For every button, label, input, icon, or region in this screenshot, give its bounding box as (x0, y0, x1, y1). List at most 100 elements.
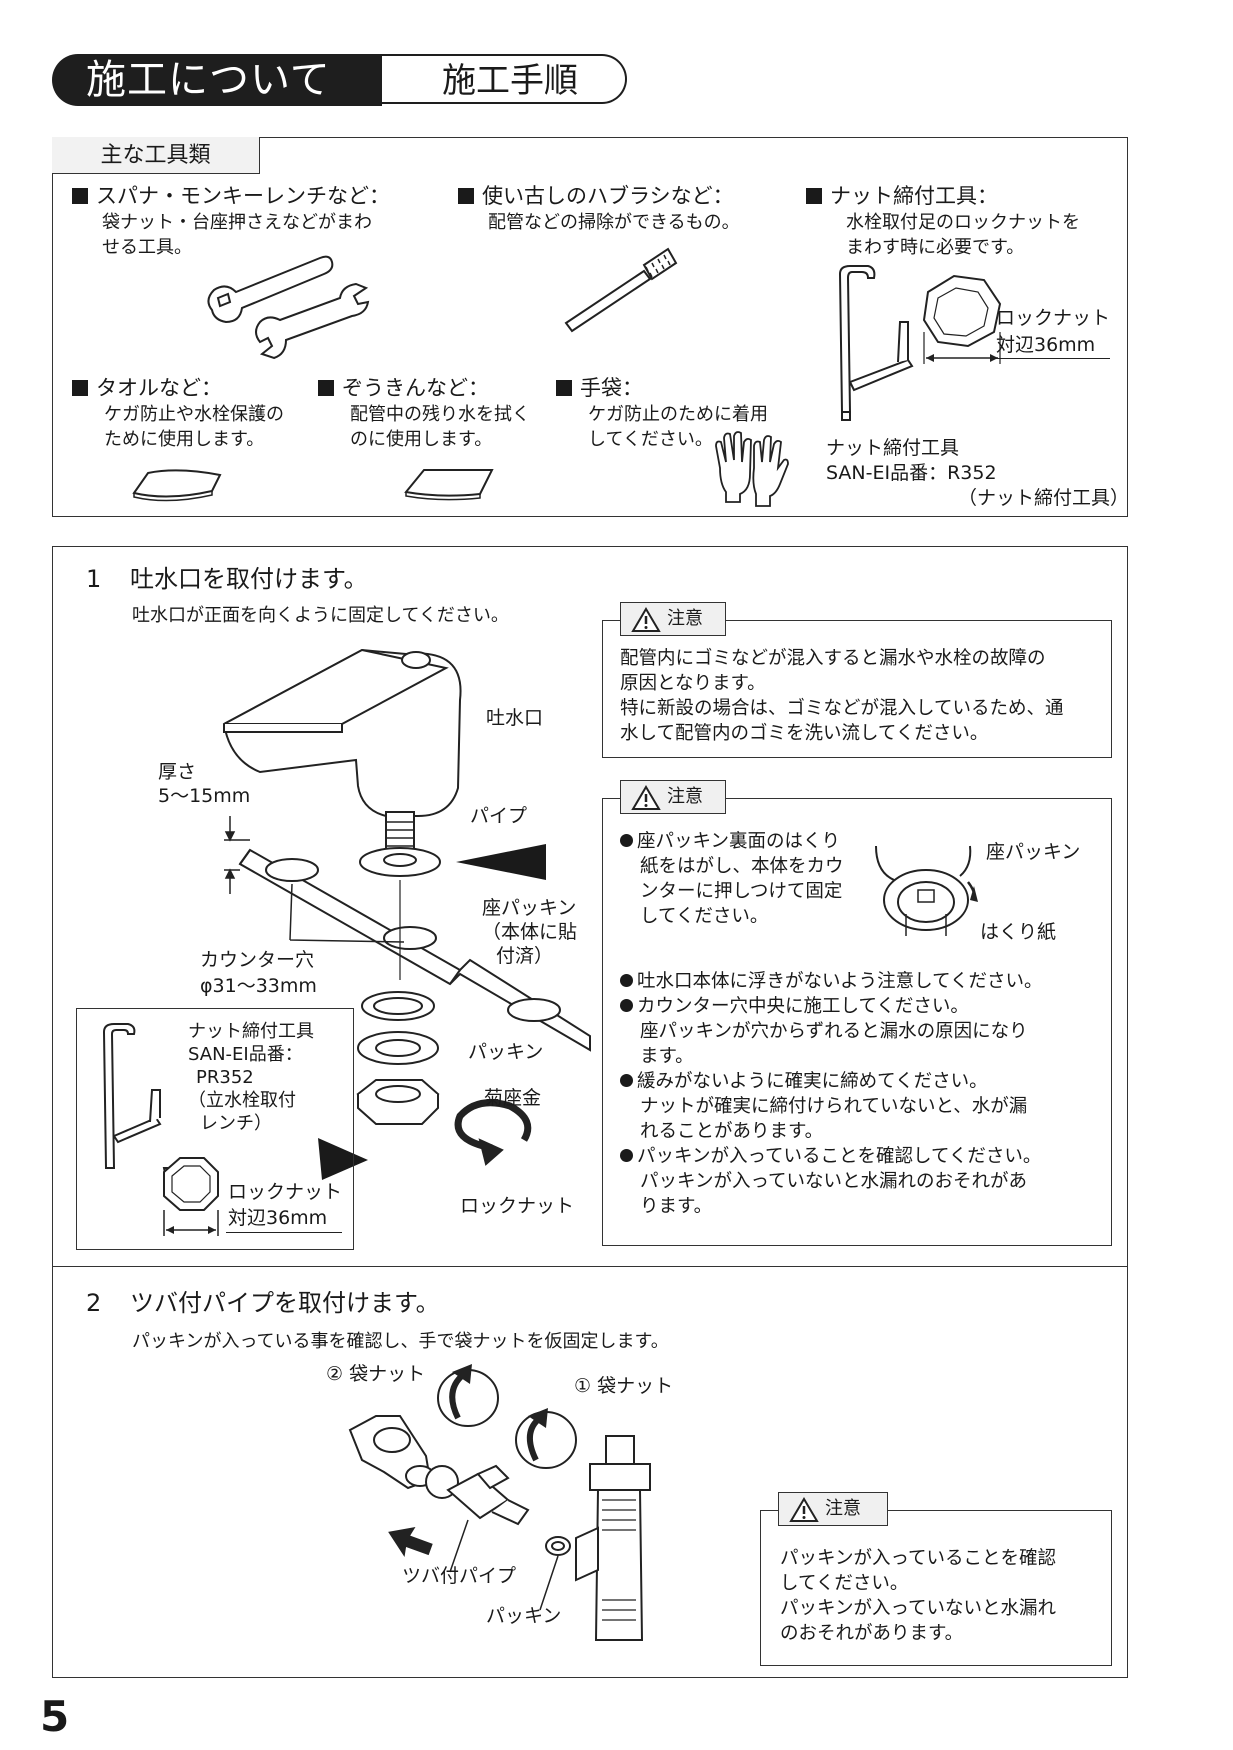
tool-towel-desc2: ために使用します。 (104, 429, 265, 450)
seat-packing-label: 座パッキン (482, 897, 577, 919)
caution-box-3 (760, 1510, 1112, 1666)
inset-note2: レンチ） (200, 1113, 272, 1134)
caution2-bullet5-sub2: ります。 (640, 1196, 713, 1217)
thickness-range-label: 5～15mm (158, 785, 251, 807)
caution2-bullet1-line3: ンターに押しつけて固定 (640, 881, 843, 902)
rag-illustration (404, 469, 494, 501)
tool-gloves-desc2: してください。 (588, 429, 713, 450)
locknut-size-label: 対辺36mm (996, 334, 1096, 356)
packing-step2-label: パッキン (486, 1605, 562, 1627)
counter-hole-size-label: φ31～33mm (200, 975, 317, 997)
seat-packing-detail-illustration (875, 845, 978, 936)
tool-gloves-desc1: ケガ防止のために着用 (588, 404, 768, 425)
spout-label: 吐水口 (486, 707, 544, 729)
caution-tab-1: 注意 (620, 602, 726, 636)
caution2-bullet1-line2: 紙をはがし、本体をカウ (640, 856, 844, 877)
nut-tool-inset-illustration (102, 1023, 184, 1180)
step2-subtitle: パッキンが入っている事を確認し、手で袋ナットを仮固定します。 (132, 1331, 669, 1352)
seat-packing-note1: （本体に貼 (482, 921, 578, 943)
pipe-label: パイプ (470, 805, 528, 827)
flanged-pipe-label: ツバ付パイプ (402, 1565, 517, 1587)
seat-packing-detail-label: 座パッキン (986, 841, 1081, 863)
caution3-line4: のおそれがあります。 (780, 1623, 964, 1644)
page-number: 5 (40, 1692, 70, 1741)
nut2-label: ② 袋ナット (326, 1363, 426, 1385)
warning-icon (631, 785, 661, 810)
caution1-line2: 原因となります。 (620, 673, 766, 694)
caution2-bullet5-sub1: パッキンが入っていないと水漏れのおそれがあ (640, 1171, 1028, 1192)
caution2-bullet4-sub2: れることがあります。 (640, 1121, 824, 1142)
nut-tool-note: （ナット締付工具） (958, 487, 1130, 509)
caution2-bullet1: 座パッキン裏面のはくり (620, 830, 840, 854)
locknut-inset-illustration (163, 1157, 219, 1236)
warning-icon (631, 607, 661, 632)
tool-nut-title: ナット締付工具： (806, 183, 998, 209)
caution2-bullet3-sub1: 座パッキンが穴からずれると漏水の原因になり (640, 1021, 1028, 1042)
caution2-bullet3-sub2: ます。 (640, 1046, 694, 1067)
header-subtitle: 施工手順 (382, 54, 627, 104)
nut-tool-part-number: SAN-EI品番：R352 (826, 462, 997, 484)
inset-part-number: PR352 (196, 1067, 254, 1088)
counter-hole-label: カウンター穴 (200, 949, 315, 971)
flanged-pipe-assembly-illustration (348, 1364, 651, 1641)
step1-subtitle: 吐水口が正面を向くように固定してください。 (132, 605, 509, 626)
locknut-label: ロックナット (996, 307, 1111, 329)
caution2-bullet4-sub1: ナットが確実に締付けられていないと、水が漏 (640, 1096, 1028, 1117)
tools-section-label: 主な工具類 (52, 137, 260, 174)
wrench-illustration (207, 255, 370, 360)
tool-rag-desc1: 配管中の残り水を拭く (350, 404, 530, 425)
nut-tool-illustration (838, 265, 1002, 421)
tools-section (52, 137, 1128, 517)
tool-nut-desc2: まわす時に必要です。 (846, 237, 1025, 258)
tool-gloves-title: 手袋： (556, 375, 643, 401)
caution3-line2: してください。 (780, 1573, 909, 1594)
caution2-bullet2: 吐水口本体に浮きがないよう注意してください。 (620, 970, 1043, 994)
tool-wrench-title: スパナ・モンキーレンチなど： (72, 183, 390, 209)
square-bullet-icon (458, 188, 474, 204)
caution2-bullet4: 緩みがないように確実に締めてください。 (620, 1070, 988, 1094)
square-bullet-icon (556, 380, 572, 396)
inset-note1: （立水栓取付 (188, 1090, 296, 1111)
step-divider (52, 1266, 1128, 1267)
caution3-line1: パッキンが入っていることを確認 (780, 1548, 1057, 1569)
square-bullet-icon (318, 380, 334, 396)
washer-label: 菊座金 (484, 1087, 542, 1109)
inset-locknut-label: ロックナット (228, 1181, 343, 1203)
steps-section (52, 546, 1128, 1678)
release-paper-label: はくり紙 (980, 921, 1057, 943)
packing-label: パッキン (468, 1041, 544, 1063)
inset-nut-tool-name: ナット締付工具 (188, 1021, 314, 1042)
towel-illustration (132, 469, 222, 502)
tool-rag-desc2: のに使用します。 (350, 429, 493, 450)
seat-packing-note2: 付済） (496, 945, 554, 967)
caution-tab-3: 注意 (778, 1492, 888, 1526)
header-title: 施工について (52, 54, 382, 106)
square-bullet-icon (72, 380, 88, 396)
toothbrush-illustration (564, 247, 678, 333)
caution1-line1: 配管内にゴミなどが混入すると漏水や水栓の故障の (620, 648, 1046, 669)
nut-tool-name: ナット締付工具 (826, 437, 960, 459)
caution-tab-2: 注意 (620, 780, 726, 814)
page-header: 施工について 施工手順 (52, 54, 627, 106)
caution-box-2 (602, 798, 1112, 1246)
caution2-bullet3: カウンター穴中央に施工してください。 (620, 995, 969, 1019)
inset-part-label: SAN-EI品番： (188, 1044, 303, 1065)
nut-tool-inset (76, 1008, 354, 1250)
spout-assembly-illustration (222, 648, 591, 1180)
tool-rag-title: ぞうきんなど： (318, 375, 489, 401)
gloves-illustration (715, 431, 789, 507)
caution1-line3: 特に新設の場合は、ゴミなどが混入しているため、通 (620, 698, 1064, 719)
tool-brush-title: 使い古しのハブラシなど： (458, 183, 734, 209)
tool-wrench-desc2: せる工具。 (102, 237, 192, 258)
square-bullet-icon (72, 188, 88, 204)
caution2-bullet1-line4: してください。 (640, 906, 769, 927)
caution1-line4: 水して配管内のゴミを洗い流してください。 (620, 723, 989, 744)
locknut-step1-label: ロックナット (460, 1195, 575, 1217)
tool-towel-title: タオルなど： (72, 375, 222, 401)
tool-wrench-desc1: 袋ナット・台座押さえなどがまわ (102, 212, 372, 233)
label-underline (990, 358, 1110, 359)
nut1-label: ① 袋ナット (574, 1375, 674, 1397)
warning-icon (789, 1497, 819, 1522)
